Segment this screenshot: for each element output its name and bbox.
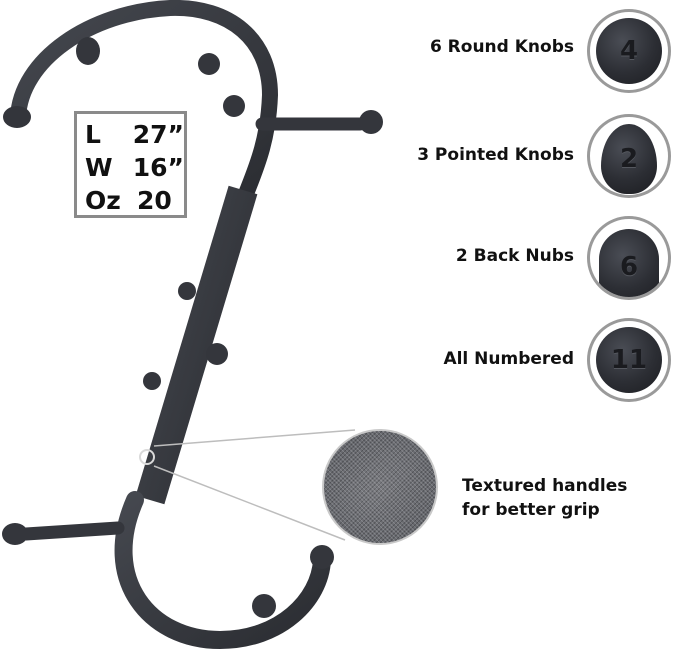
feature-label-back-nubs: 2 Back Nubs [455, 246, 574, 266]
texture-closeup-icon [322, 429, 438, 545]
spec-value: 20 [137, 186, 172, 215]
knob-closeup: 4 [596, 18, 662, 84]
knob-closeup: 2 [601, 124, 657, 194]
knob-closeup: 6 [599, 229, 659, 297]
spec-row-width: W 16” [85, 151, 184, 184]
spec-key: L [85, 120, 101, 149]
spec-key: Oz [85, 186, 121, 215]
dimensions-box: L 27” W 16” Oz 20 [74, 111, 187, 218]
numbered-knob-icon: 11 [587, 318, 671, 402]
spec-value: 27” [132, 120, 184, 149]
knob-number: 11 [610, 345, 648, 375]
feature-label-round-knobs: 6 Round Knobs [429, 37, 574, 57]
texture-caption-line2: for better grip [462, 500, 600, 520]
knob-number: 6 [619, 252, 639, 282]
feature-label-all-numbered: All Numbered [443, 349, 574, 369]
feature-label-pointed-knobs: 3 Pointed Knobs [417, 145, 574, 165]
knob-closeup: 11 [596, 327, 662, 393]
knob-number: 4 [619, 36, 639, 66]
pointed-knob-icon: 2 [587, 114, 671, 198]
spec-row-length: L 27” [85, 118, 184, 151]
spec-value: 16” [132, 153, 184, 182]
texture-caption: Textured handles for better grip [462, 474, 627, 522]
spec-key: W [85, 153, 113, 182]
texture-caption-line1: Textured handles [462, 476, 628, 496]
knob-number: 2 [619, 144, 639, 174]
round-knob-icon: 4 [587, 9, 671, 93]
back-nub-icon: 6 [587, 216, 671, 300]
spec-row-weight: Oz 20 [85, 184, 184, 217]
